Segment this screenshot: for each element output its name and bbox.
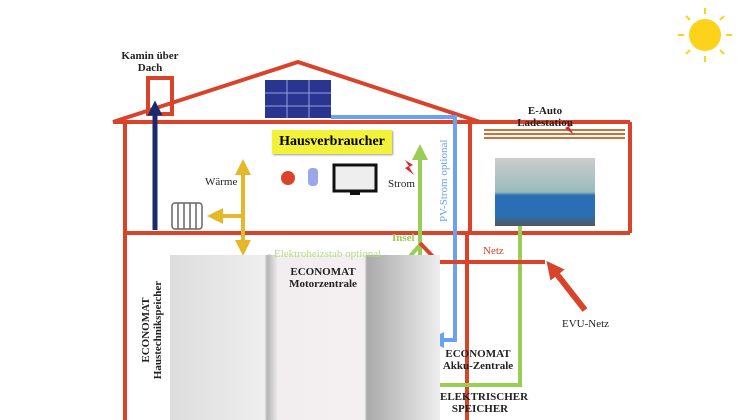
equipment-photo xyxy=(170,255,440,420)
ecar-photo xyxy=(495,158,595,226)
house-outline xyxy=(112,59,632,420)
heat-label: Wärme xyxy=(205,176,238,188)
radiator-icon xyxy=(171,202,203,230)
electric-storage-label: ELEKTRISCHER SPEICHER xyxy=(440,391,529,415)
water-icon xyxy=(308,168,318,186)
power-label: Strom xyxy=(388,178,415,190)
pv-label: PV-Strom optional xyxy=(438,139,450,222)
heater-label: Elektroheizstab optional xyxy=(274,248,382,260)
shower-icon xyxy=(281,171,295,185)
lightning-icon xyxy=(405,160,414,175)
utility-label: EVU-Netz xyxy=(562,318,610,330)
island-label: Insel xyxy=(392,232,415,244)
sun-icon xyxy=(678,8,732,62)
lightning-icon-car xyxy=(565,120,574,135)
chimney-label: Kamin über Dach xyxy=(121,50,179,74)
storage-tech-label: ECONOMAT Haustechnikspeicher xyxy=(140,280,164,380)
ecar-label: E-Auto Ladestation xyxy=(517,105,573,129)
consumers-label: Hausverbraucher xyxy=(272,130,392,154)
carport-roof-icon xyxy=(484,129,625,139)
solar-panel-icon xyxy=(265,80,331,118)
motor-label: ECONOMAT Motorzentrale xyxy=(289,266,357,290)
battery-label: ECONOMAT Akku-Zentrale xyxy=(442,348,514,372)
tv-icon xyxy=(332,163,378,195)
grid-label: Netz xyxy=(483,245,504,257)
